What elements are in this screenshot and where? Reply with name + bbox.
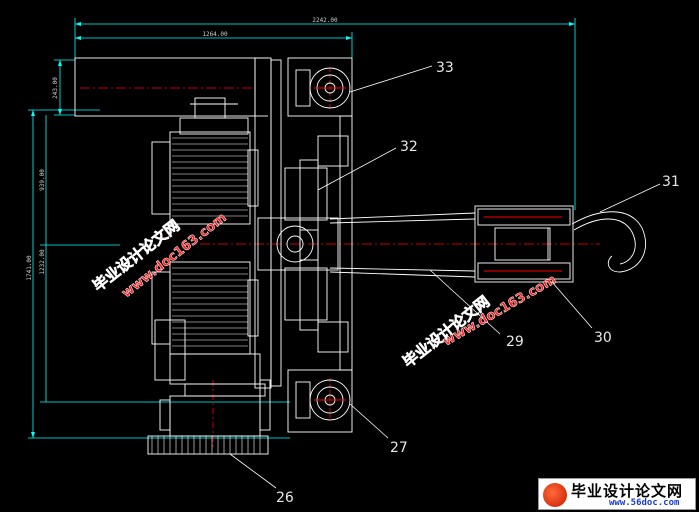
- callout-32: 32: [400, 139, 418, 155]
- sheave-markers: [314, 87, 562, 401]
- callout-29: 29: [506, 334, 524, 350]
- dimension-lines: [28, 18, 576, 439]
- dim-top-height: 243.00: [52, 77, 59, 99]
- dimension-arrows: [31, 22, 575, 438]
- dim-total-height: 1741.00: [26, 255, 33, 281]
- dim-mid-height: 939.00: [39, 169, 46, 191]
- watermark-brand-right: 毕业设计论文网: [399, 292, 493, 371]
- dim-overall-width: 2242.00: [312, 17, 338, 24]
- watermark-left: 毕业设计论文网 www.doc163.com: [89, 210, 230, 301]
- callout-33: 33: [436, 60, 454, 76]
- callout-26: 26: [276, 490, 294, 506]
- leader-lines: [229, 65, 661, 489]
- callout-30: 30: [594, 330, 612, 346]
- dim-lower-height: 1232.00: [39, 249, 46, 275]
- callout-31: 31: [662, 174, 680, 190]
- machine-body: [74, 57, 647, 455]
- callout-27: 27: [390, 440, 408, 456]
- logo-brand: 毕业设计论文网: [571, 482, 684, 500]
- coil-windings: [172, 137, 248, 347]
- logo-badge-icon: [543, 483, 567, 507]
- logo-site: www.56doc.com: [609, 498, 680, 508]
- watermark-right: 毕业设计论文网 www.doc163.com: [399, 272, 559, 371]
- dim-partial-width: 1264.00: [202, 31, 228, 38]
- site-logo: 毕业设计论文网 www.56doc.com: [538, 478, 696, 510]
- gear-teeth: [151, 436, 261, 454]
